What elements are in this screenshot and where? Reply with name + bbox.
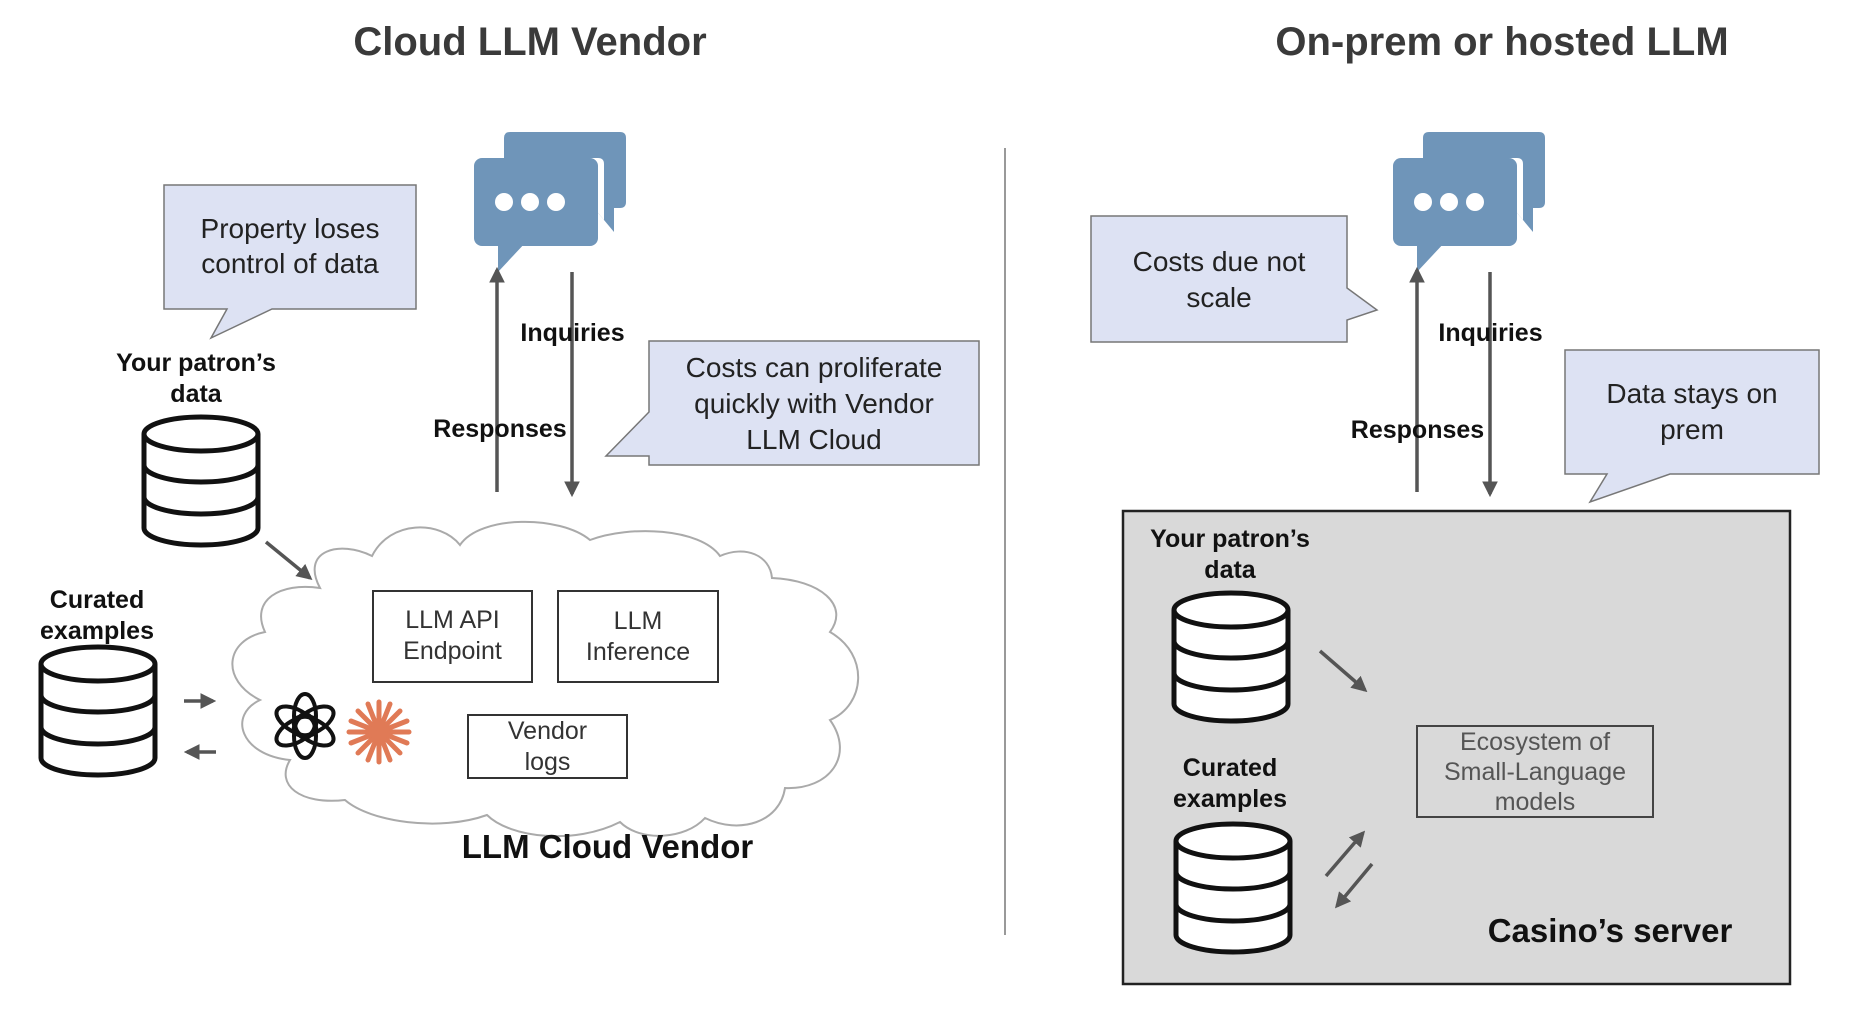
patron-to-cloud-arrow (264, 540, 313, 580)
responses-label-right: Responses (1350, 416, 1485, 444)
curated-examples-label: Curated examples (22, 585, 172, 647)
ecosystem-line-1: Ecosystem of (1459, 728, 1611, 756)
llm-api-endpoint-text: LLM API Endpoint (373, 605, 532, 667)
right-title: On-prem or hosted LLM (1275, 20, 1729, 64)
curated-examples-database-icon-right (1176, 824, 1290, 952)
llm-inference-line-2: Inference (585, 638, 691, 666)
casino-server-label: Casino’s server (1487, 912, 1733, 949)
patron-data-label: Your patron’s data (96, 348, 296, 410)
llm-cloud-shape (231, 520, 860, 838)
ecosystem-to-curated-arrow (1334, 862, 1374, 909)
curated-examples-database-icon (41, 647, 155, 775)
callout-control-bubble (163, 184, 417, 340)
callout-data-prem-text: Data stays on prem (1565, 376, 1819, 448)
callout-costs-line-3: LLM Cloud (746, 424, 882, 455)
callout-costs-bubble (604, 340, 980, 466)
llm-api-endpoint-box (372, 590, 533, 683)
llm-inference-box (557, 590, 719, 683)
ecosystem-box (1416, 725, 1654, 818)
chat-bubbles-icon (474, 132, 626, 272)
curated-right-line-2: examples (1173, 785, 1287, 813)
curated-to-ecosystem-arrow (1324, 830, 1366, 878)
ecosystem-line-3: models (1494, 788, 1576, 816)
anthropic-logo-icon (346, 699, 412, 765)
patron-data-line-1: Your patron’s (116, 349, 276, 377)
callout-data-prem-line-1: Data stays on (1606, 378, 1778, 409)
callout-costs-line-2: quickly with Vendor (694, 388, 934, 419)
llm-inference-line-1: LLM (613, 607, 663, 635)
callout-costs-scale-bubble (1090, 215, 1379, 343)
curated-right-line-1: Curated (1182, 754, 1278, 782)
curated-line-1: Curated (49, 586, 145, 614)
callout-costs-text: Costs can proliferate quickly with Vendo… (649, 350, 979, 458)
inquiries-label: Inquiries (520, 319, 625, 347)
openai-logo-icon (274, 692, 336, 760)
patron-data-database-icon (144, 417, 258, 545)
patron-data-line-2: data (170, 380, 222, 408)
callout-data-prem-bubble (1564, 349, 1820, 504)
patron-data-database-icon-right (1174, 593, 1288, 721)
patron-data-label-right: Your patron’s data (1130, 524, 1330, 586)
left-title: Cloud LLM Vendor (353, 20, 707, 64)
llm-api-line-1: LLM API (405, 606, 500, 634)
callout-control-line-2: control of data (201, 248, 379, 279)
ecosystem-line-2: Small-Language (1443, 758, 1627, 786)
vendor-logs-box (467, 714, 628, 779)
callout-costs-scale-text: Costs due not scale (1091, 244, 1347, 316)
llm-cloud-vendor-label: LLM Cloud Vendor (461, 828, 754, 865)
chat-bubbles-icon-right (1393, 132, 1545, 272)
llm-inference-text: LLM Inference (558, 606, 718, 668)
callout-costs-scale-line-1: Costs due not (1132, 246, 1306, 277)
curated-line-2: examples (40, 617, 154, 645)
callout-costs-scale-line-2: scale (1186, 282, 1252, 313)
vendor-logs-text: Vendor logs (468, 716, 627, 778)
ecosystem-text: Ecosystem of Small-Language models (1417, 727, 1653, 817)
patron-data-right-line-1: Your patron’s (1150, 525, 1310, 553)
callout-data-prem-line-2: prem (1660, 414, 1724, 445)
responses-label: Responses (433, 415, 567, 443)
callout-control-line-1: Property loses (200, 213, 380, 244)
llm-api-line-2: Endpoint (403, 637, 502, 665)
patron-to-ecosystem-arrow (1318, 649, 1368, 693)
callout-control-text: Property loses control of data (164, 211, 416, 281)
callout-costs-line-1: Costs can proliferate (685, 352, 943, 383)
inquiries-label-right: Inquiries (1438, 319, 1543, 347)
patron-data-right-line-2: data (1204, 556, 1256, 584)
vendor-logs-line-2: logs (524, 748, 571, 776)
vendor-logs-line-1: Vendor (507, 717, 588, 745)
curated-examples-label-right: Curated examples (1155, 753, 1305, 815)
